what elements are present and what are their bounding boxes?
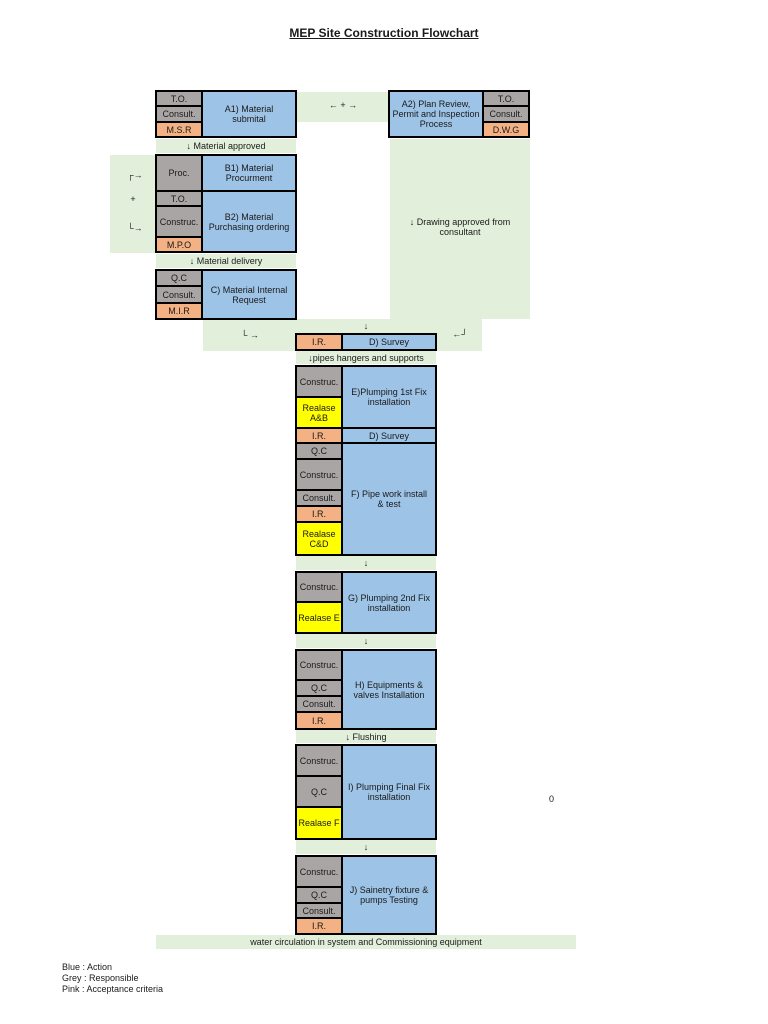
action-cell-f: F) Pipe work install & test <box>343 444 435 554</box>
pipes-hangers-connector: ↓pipes hangers and supports <box>296 351 436 364</box>
stray-value: 0 <box>549 794 555 804</box>
role-cell: Construc. <box>297 651 341 679</box>
material-delivery-connector: ↓ Material delivery <box>156 254 296 268</box>
role-cell: Consult. <box>297 697 341 711</box>
criteria-cell: I.R. <box>297 335 341 349</box>
step-b: Proc. B1) Material Procurment T.O. Const… <box>155 154 297 253</box>
action-cell: D) Survey <box>343 335 435 349</box>
commissioning-connector: water circulation in system and Commissi… <box>156 935 576 949</box>
drawing-approved-connector <box>390 139 530 319</box>
role-cell: Construc. <box>297 367 341 396</box>
join-left-arrow: └ → <box>241 330 259 340</box>
action-cell: A2) Plan Review, Permit and Inspection P… <box>390 92 482 136</box>
action-cell-b2: B2) Material Purchasing ordering <box>203 192 295 251</box>
role-cell: Consult. <box>157 287 201 302</box>
a1-a2-connector <box>296 92 390 122</box>
role-cell: Q.C <box>157 271 201 285</box>
release-cell: Realase F <box>297 808 341 838</box>
role-cell: T.O. <box>157 192 201 205</box>
join-down-arrow: ↓ <box>363 321 369 331</box>
legend-blue: Blue : Action <box>62 962 113 972</box>
b-bracket-top-arrow: ┌→ <box>127 170 143 180</box>
legend-pink: Pink : Acceptance criteria <box>62 984 164 994</box>
role-cell: T.O. <box>157 92 201 105</box>
role-cell: Consult. <box>484 107 528 121</box>
criteria-cell: M.I.R <box>157 304 201 318</box>
action-cell: J) Sainetry fixture & pumps Testing <box>343 857 435 933</box>
legend: Blue : Action Grey : Responsible Pink : … <box>62 962 163 995</box>
b-bracket-plus: + <box>130 194 136 204</box>
step-c: Q.C Consult. M.I.R C) Material Internal … <box>155 269 297 320</box>
release-cell: Realase E <box>297 603 341 632</box>
material-approved-connector: ↓ Material approved <box>156 139 296 153</box>
action-cell: A1) Material submital <box>203 92 295 136</box>
role-cell: Construc. <box>297 857 341 886</box>
role-cell: Proc. <box>157 156 201 190</box>
role-cell: Q.C <box>297 681 341 695</box>
page-title: MEP Site Construction Flowchart <box>289 26 479 40</box>
step-a1: T.O. Consult. M.S.R A1) Material submita… <box>155 90 297 138</box>
role-cell: Q.C <box>297 777 341 806</box>
release-cell: Realase A&B <box>297 398 341 427</box>
drawing-approved-label: ↓ Drawing approved from consultant <box>409 217 511 237</box>
down-after-i-connector: ↓ <box>296 840 436 854</box>
action-cell: G) Plumping 2nd Fix installation <box>343 573 435 632</box>
role-cell: Q.C <box>297 888 341 902</box>
step-j: Construc. Q.C Consult. I.R. J) Sainetry … <box>295 855 437 935</box>
criteria-cell: I.R. <box>297 429 341 442</box>
step-a2: A2) Plan Review, Permit and Inspection P… <box>388 90 530 138</box>
role-cell: Consult. <box>157 107 201 121</box>
action-cell-d2: D) Survey <box>343 429 435 442</box>
b-bracket-connector <box>110 155 156 253</box>
role-cell: Consult. <box>297 491 341 505</box>
role-cell: Construc. <box>297 746 341 775</box>
step-i: Construc. Q.C Realase F I) Plumping Fina… <box>295 744 437 840</box>
step-d-survey-1: I.R. D) Survey <box>295 333 437 351</box>
release-cell: Realase C&D <box>297 523 341 554</box>
down-after-g-connector: ↓ <box>296 634 436 648</box>
a1-a2-arrow: ← + → <box>328 100 358 110</box>
criteria-cell: I.R. <box>297 713 341 728</box>
flushing-connector: ↓ Flushing <box>296 730 436 743</box>
role-cell: Construc. <box>297 573 341 601</box>
criteria-cell: D.W.G <box>484 123 528 136</box>
action-cell: I) Plumping Final Fix installation <box>343 746 435 838</box>
legend-grey: Grey : Responsible <box>62 973 139 983</box>
role-cell: Q.C <box>297 444 341 458</box>
action-cell: H) Equipments & valves Installation <box>343 651 435 728</box>
criteria-cell: M.P.O <box>157 238 201 251</box>
role-cell: Consult. <box>297 904 341 917</box>
role-cell: Construc. <box>297 460 341 489</box>
b-bracket-bottom-arrow: └→ <box>127 223 143 233</box>
criteria-cell: M.S.R <box>157 123 201 136</box>
down-after-f-connector: ↓ <box>296 556 436 570</box>
role-cell: T.O. <box>484 92 528 105</box>
step-e-d-f: Construc. Realase A&B E)Plumping 1st Fix… <box>295 365 437 556</box>
action-cell-b1: B1) Material Procurment <box>203 156 295 190</box>
action-cell-e: E)Plumping 1st Fix installation <box>343 367 435 427</box>
criteria-cell: I.R. <box>297 507 341 521</box>
criteria-cell: I.R. <box>297 919 341 933</box>
join-right-arrow: ←┘ <box>452 329 468 339</box>
step-h: Construc. Q.C Consult. I.R. H) Equipment… <box>295 649 437 730</box>
step-g: Construc. Realase E G) Plumping 2nd Fix … <box>295 571 437 634</box>
action-cell: C) Material Internal Request <box>203 271 295 318</box>
role-cell: Construc. <box>157 207 201 236</box>
